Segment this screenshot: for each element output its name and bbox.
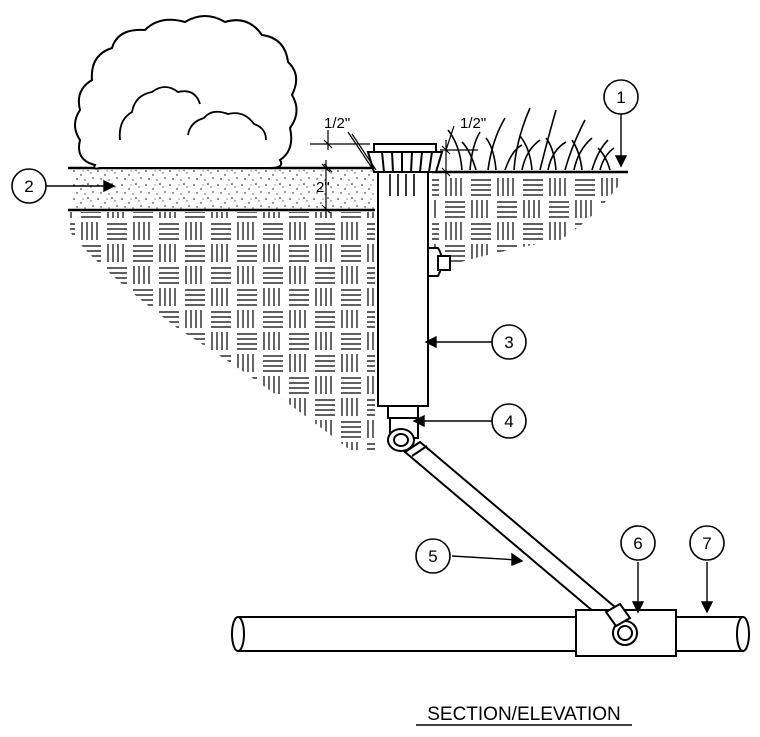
shrub-outline [74,15,298,170]
dimension-half-inch-right [440,125,478,178]
tee-fitting [575,602,677,657]
threaded-inlet [387,405,419,419]
callout-5: 5 [415,538,451,574]
callout-1: 1 [603,79,639,115]
callout-7: 7 [689,525,725,561]
callout-2: 2 [11,168,47,204]
body-ribs [389,174,415,196]
callout-4: 4 [491,403,527,439]
callout-3-number: 3 [504,333,513,352]
dimension-two-inch [321,160,331,218]
street-elbow [387,417,419,452]
drawing-caption: SECTION/ELEVATION [427,704,621,725]
callout-4-number: 4 [504,412,513,431]
dimension-label-half-inch-right: 1/2" [460,115,486,132]
dimension-label-two-inch: 2" [316,179,330,196]
callout-1-number: 1 [616,88,625,107]
soil-section-right [432,176,625,270]
callout-5-number: 5 [428,547,437,566]
dimension-half-inch-left [310,130,377,173]
dimension-label-half-inch-left: 1/2" [324,115,350,132]
turf-grass [447,107,615,171]
callout-2-number: 2 [24,177,33,196]
sprinkler-body [377,171,429,407]
callout-6-number: 6 [633,534,642,553]
callout-6: 6 [620,525,656,561]
swing-pipe [403,440,637,636]
rotor-cap [366,143,444,173]
callout-leaders [46,114,714,614]
callout-3: 3 [491,324,527,360]
callout-7-number: 7 [702,534,711,553]
shrub-detail [118,86,201,141]
soil-section [70,212,375,450]
shrub-detail-2 [187,110,267,141]
side-plug [437,255,451,271]
mulch-layer [70,170,375,209]
